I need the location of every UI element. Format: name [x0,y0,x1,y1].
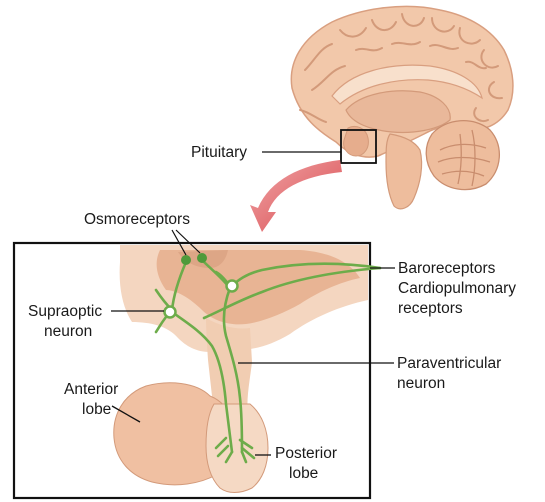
osmoreceptor-dot-2 [197,253,207,263]
paraventricular-label-line2: neuron [397,375,445,392]
baroreceptors-label-line2: Cardiopulmonary [398,280,516,297]
osmoreceptor-dot-1 [181,255,191,265]
brain-sagittal-section [291,6,513,208]
supraoptic-label-line1: Supraoptic [28,303,102,320]
osmoreceptors-label: Osmoreceptors [84,211,190,228]
paraventricular-label-line1: Paraventricular [397,355,501,372]
posterior-label-line2: lobe [289,465,318,482]
zoom-arrow [250,160,342,232]
anterior-label-line2: lobe [82,401,111,418]
supraoptic-cell-body [165,307,176,318]
baroreceptors-label-line1: Baroreceptors [398,260,496,277]
supraoptic-label-line2: neuron [44,323,92,340]
baroreceptors-label-line3: receptors [398,300,463,317]
posterior-label-line1: Posterior [275,445,337,462]
anterior-label-line1: Anterior [64,381,118,398]
pituitary-label: Pituitary [191,144,247,161]
paraventricular-cell-body [227,281,238,292]
